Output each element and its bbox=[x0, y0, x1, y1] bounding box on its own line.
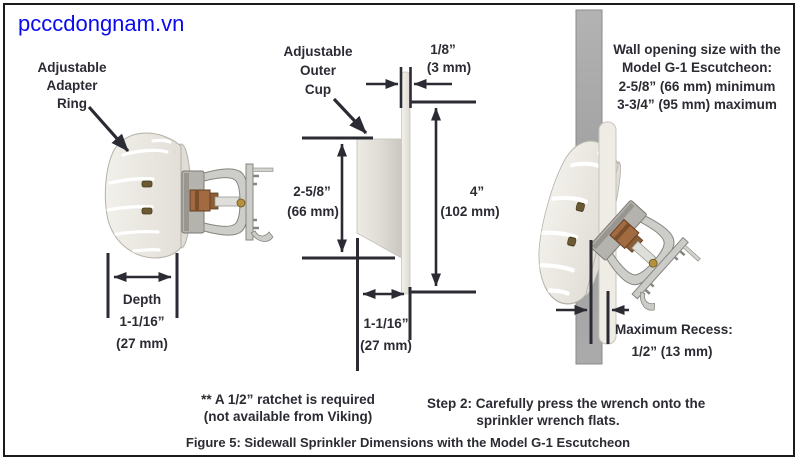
overall-height-dimension: 4” (102 mm) bbox=[410, 100, 500, 294]
depth-dimension: Depth 1-1/16” (27 mm) bbox=[106, 253, 179, 351]
cup-depth-dimension: 1-1/16” (27 mm) bbox=[356, 238, 412, 371]
cup-height-metric: (66 mm) bbox=[287, 204, 339, 219]
escutcheon-plate-drawing bbox=[401, 71, 411, 295]
adapter-ring-callout-arrow bbox=[87, 105, 130, 153]
figure-border bbox=[3, 3, 795, 457]
footnotes: ** A 1/2” ratchet is required (not avail… bbox=[201, 392, 706, 428]
adapter-ring-callout-line3: Ring bbox=[57, 96, 87, 111]
wall-note-line1: Wall opening size with the bbox=[613, 42, 781, 57]
recess-label: Maximum Recess: bbox=[615, 322, 733, 337]
recess-dimension: Maximum Recess: 1/2” (13 mm) bbox=[556, 240, 733, 359]
overall-height-metric: (102 mm) bbox=[440, 204, 499, 219]
recess-value: 1/2” (13 mm) bbox=[631, 344, 712, 359]
step2-note-line1: Step 2: Carefully press the wrench onto … bbox=[427, 396, 706, 411]
left-figure: Adjustable Adapter Ring Depth 1-1/16” (2… bbox=[37, 60, 275, 351]
ratchet-note-line2: (not available from Viking) bbox=[204, 409, 373, 424]
cup-depth-metric: (27 mm) bbox=[360, 338, 412, 353]
cup-depth-value: 1-1/16” bbox=[363, 316, 408, 331]
depth-metric: (27 mm) bbox=[116, 336, 168, 351]
outer-cup-callout-line2: Outer bbox=[300, 63, 337, 78]
wall-note-line4: 3-3/4” (95 mm) maximum bbox=[617, 97, 777, 112]
outer-cup-drawing bbox=[356, 138, 402, 259]
thickness-value: 1/8” bbox=[430, 42, 456, 57]
adapter-ring-drawing bbox=[103, 131, 193, 260]
outer-cup-callout-line3: Cup bbox=[305, 82, 331, 97]
cup-height-value: 2-5/8” bbox=[293, 184, 331, 199]
thickness-metric: (3 mm) bbox=[427, 60, 471, 75]
thickness-dimension: 1/8” (3 mm) bbox=[366, 42, 471, 108]
outer-cup-callout-line1: Adjustable bbox=[283, 44, 353, 59]
watermark: pcccdongnam.vn bbox=[18, 11, 184, 36]
right-figure: Wall opening size with the Model G-1 Esc… bbox=[525, 9, 781, 365]
ratchet-note-line1: ** A 1/2” ratchet is required bbox=[201, 392, 375, 407]
cup-height-dimension: 2-5/8” (66 mm) bbox=[287, 136, 395, 260]
adapter-ring-callout-line2: Adapter bbox=[46, 78, 98, 93]
outer-cup-callout-arrow bbox=[332, 97, 368, 135]
wall-note-line2: Model G-1 Escutcheon: bbox=[622, 60, 772, 75]
depth-value: 1-1/16” bbox=[119, 314, 164, 329]
overall-height-value: 4” bbox=[470, 184, 484, 199]
adapter-ring-callout-line1: Adjustable bbox=[37, 60, 107, 75]
depth-label: Depth bbox=[123, 292, 161, 307]
figure-caption: Figure 5: Sidewall Sprinkler Dimensions … bbox=[186, 435, 630, 450]
sprinkler-head-drawing bbox=[180, 162, 275, 243]
wall-note-line3: 2-5/8” (66 mm) minimum bbox=[619, 79, 776, 94]
step2-note-line2: sprinkler wrench flats. bbox=[476, 413, 619, 428]
middle-figure: Adjustable Outer Cup 1/8” (3 mm) 4” (102… bbox=[283, 42, 500, 371]
